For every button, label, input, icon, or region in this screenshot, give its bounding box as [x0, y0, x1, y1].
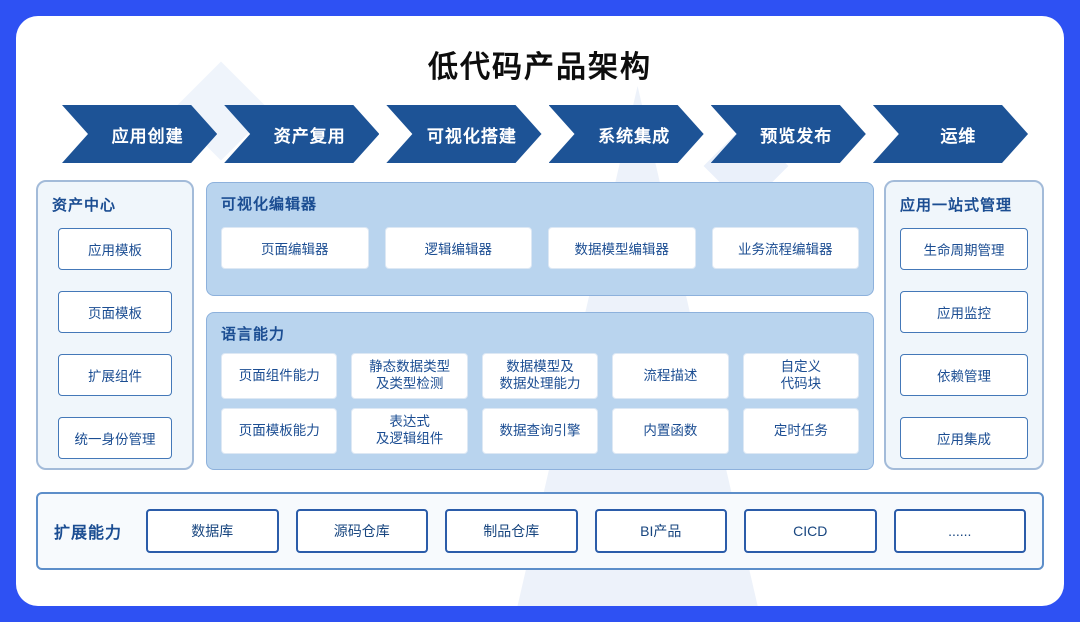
lang-scheduled-tasks: 定时任务 [742, 408, 860, 454]
lang-page-component: 页面组件能力 [221, 353, 338, 399]
language-ability-title: 语言能力 [221, 326, 286, 343]
visual-editor-panel: 可视化编辑器 页面编辑器 逻辑编辑器 数据模型编辑器 业务流程编辑器 [206, 182, 874, 296]
lang-page-template: 页面模板能力 [221, 408, 338, 454]
flow-step-asset-reuse: 资产复用 [224, 105, 379, 163]
visual-editor-title: 可视化编辑器 [221, 196, 318, 213]
ext-source-repo: 源码仓库 [295, 509, 429, 553]
visual-editor-items: 页面编辑器 逻辑编辑器 数据模型编辑器 业务流程编辑器 [221, 227, 859, 269]
ext-cicd: CICD [744, 509, 877, 553]
ext-bi-product: BI产品 [594, 509, 728, 553]
app-management-title: 应用一站式管理 [900, 197, 1013, 214]
flow-step-label: 应用创建 [111, 126, 184, 146]
lang-data-query-engine: 数据查询引擎 [481, 408, 599, 454]
diagram-card: 低代码产品架构 应用创建 资产复用 可视化搭建 系统集成 预览发布 运维 资产中… [16, 16, 1064, 606]
asset-item-extension-component: 扩展组件 [58, 354, 172, 396]
flow-step-label: 预览发布 [760, 126, 833, 146]
flow-step-app-create: 应用创建 [62, 105, 217, 163]
extension-title: 扩展能力 [54, 525, 123, 542]
mgmt-lifecycle: 生命周期管理 [900, 228, 1028, 270]
editor-business-process: 业务流程编辑器 [711, 227, 859, 269]
lang-process-description: 流程描述 [612, 353, 729, 399]
lang-data-model-processing: 数据模型及 数据处理能力 [481, 353, 599, 399]
mgmt-dependency: 依赖管理 [900, 354, 1028, 396]
asset-item-identity-management: 统一身份管理 [58, 417, 172, 459]
asset-item-page-template: 页面模板 [58, 291, 172, 333]
lang-builtin-functions: 内置函数 [612, 408, 729, 454]
lang-static-data-type: 静态数据类型 及类型检测 [351, 353, 468, 399]
asset-center-title: 资产中心 [52, 197, 117, 214]
editor-page: 页面编辑器 [221, 227, 369, 269]
ext-database: 数据库 [146, 509, 279, 553]
lang-custom-code-block: 自定义 代码块 [742, 353, 860, 399]
flow-step-system-integration: 系统集成 [549, 105, 704, 163]
app-management-items: 生命周期管理 应用监控 依赖管理 应用集成 [886, 228, 1042, 459]
extension-panel: 扩展能力 数据库 源码仓库 制品仓库 BI产品 CICD ...... [36, 492, 1044, 570]
language-ability-panel: 语言能力 页面组件能力 静态数据类型 及类型检测 数据模型及 数据处理能力 流程… [206, 312, 874, 470]
process-flow: 应用创建 资产复用 可视化搭建 系统集成 预览发布 运维 [62, 105, 1028, 163]
flow-step-label: 系统集成 [598, 126, 671, 146]
flow-step-label: 资产复用 [273, 126, 346, 146]
editor-logic: 逻辑编辑器 [384, 227, 532, 269]
flow-step-preview-publish: 预览发布 [711, 105, 866, 163]
ext-more: ...... [893, 509, 1027, 553]
asset-center-panel: 资产中心 应用模板 页面模板 扩展组件 统一身份管理 [36, 180, 194, 470]
mgmt-monitoring: 应用监控 [900, 291, 1028, 333]
asset-center-items: 应用模板 页面模板 扩展组件 统一身份管理 [38, 228, 192, 459]
app-management-panel: 应用一站式管理 生命周期管理 应用监控 依赖管理 应用集成 [884, 180, 1044, 470]
editor-data-model: 数据模型编辑器 [548, 227, 696, 269]
page-title: 低代码产品架构 [428, 51, 652, 84]
asset-item-app-template: 应用模板 [58, 228, 172, 270]
ext-artifact-repo: 制品仓库 [445, 509, 578, 553]
mgmt-integration: 应用集成 [900, 417, 1028, 459]
flow-step-label: 可视化搭建 [426, 126, 517, 146]
flow-step-ops: 运维 [873, 105, 1028, 163]
extension-items: 数据库 源码仓库 制品仓库 BI产品 CICD ...... [146, 509, 1027, 553]
lang-expression-logic: 表达式 及逻辑组件 [351, 408, 468, 454]
language-ability-row2: 页面模板能力 表达式 及逻辑组件 数据查询引擎 内置函数 定时任务 [221, 408, 860, 454]
flow-step-visual-build: 可视化搭建 [386, 105, 541, 163]
language-ability-row1: 页面组件能力 静态数据类型 及类型检测 数据模型及 数据处理能力 流程描述 自定… [221, 353, 860, 399]
flow-step-label: 运维 [940, 126, 977, 146]
